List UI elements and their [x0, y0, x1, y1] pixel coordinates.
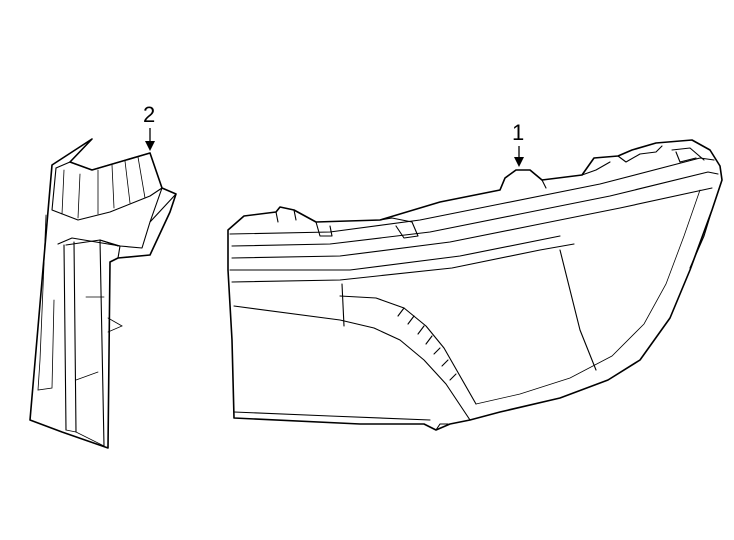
- bracket-top-cap: [55, 152, 151, 171]
- bracket-channel-lip: [99, 239, 121, 259]
- headlamp-inner-curve-2: [341, 283, 345, 327]
- headlamp-inner-curve-1: [339, 295, 477, 405]
- headlamp-body: [227, 139, 723, 431]
- headlamp-rib-4: [229, 235, 561, 271]
- headlamp-lower-boundary: [233, 305, 471, 421]
- callout-2-label: 2: [143, 102, 155, 127]
- bracket-rib-3: [111, 164, 115, 209]
- headlamp-rib-1: [229, 157, 715, 235]
- bracket-flange: [57, 187, 163, 249]
- part-2-bracket[interactable]: [29, 138, 177, 449]
- part-1-headlamp[interactable]: [227, 139, 723, 431]
- bracket-flange-edge: [149, 193, 177, 223]
- headlamp-right-edge: [689, 209, 713, 269]
- bracket-cap-lower: [51, 167, 163, 221]
- bracket-tab: [107, 317, 123, 333]
- bracket-left-edge: [37, 214, 55, 391]
- bracket-rib-5: [137, 156, 146, 199]
- bracket-rib-1: [77, 173, 81, 219]
- headlamp-top-right-features: [581, 145, 705, 176]
- callout-1-label: 1: [512, 120, 524, 145]
- headlamp-bottom-edge: [233, 411, 449, 431]
- headlamp-rib-2: [231, 171, 719, 247]
- headlamp-rib-5: [231, 243, 575, 283]
- headlamp-lens-divider: [559, 249, 597, 371]
- callout-2: 2: [143, 102, 155, 151]
- callout-1: 1: [512, 120, 524, 167]
- bracket-front-line: [75, 371, 99, 381]
- headlamp-top-mount: [499, 169, 547, 191]
- headlamp-lower-ribs: [397, 307, 457, 381]
- bracket-rib-6: [61, 169, 65, 215]
- callout-2-arrowhead: [145, 141, 155, 151]
- headlamp-rib-3: [231, 187, 713, 259]
- callout-1-arrowhead: [514, 157, 524, 167]
- headlamp-clip: [379, 217, 419, 239]
- headlamp-inner-right: [475, 189, 701, 405]
- headlamp-top-tab-left: [275, 209, 333, 237]
- bracket-base: [65, 429, 105, 447]
- bracket-rib-4: [124, 160, 131, 204]
- bracket-inner-channel: [63, 239, 119, 447]
